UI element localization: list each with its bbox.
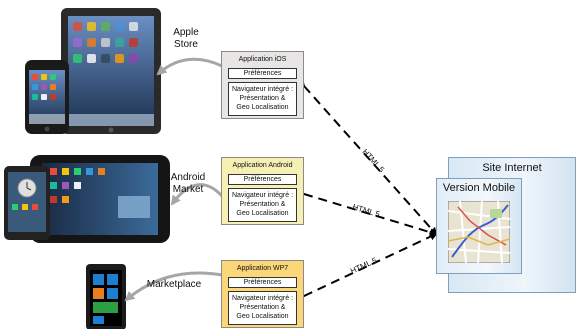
apple-store-label: Apple Store [173,27,199,50]
html5-link-wp7 [296,232,438,303]
browser-box: Navigateur intégré : Présentation & Geo … [228,82,297,116]
android-market-label: Android Market [170,172,206,195]
android-store-arrow [170,183,224,206]
iphone-icon [25,60,69,134]
android-tablet-icon [30,155,170,243]
html5-link-android [297,188,438,237]
html5-label-wp7: HTML 5 [349,256,379,276]
app-title: Application WP7 [236,265,289,272]
mobile-version-title: Version Mobile [442,182,516,194]
windows-phone-icon [86,264,126,329]
preferences-box: Préférences [228,174,297,185]
preferences-box: Préférences [228,277,297,288]
html5-label-android: HTML 5 [351,202,381,219]
app-android-box: Application Android Préférences Navigate… [221,157,304,225]
mobile-version-box: Version Mobile [436,178,522,274]
app-title: Application iOS [238,56,287,63]
app-wp7-box: Application WP7 Préférences Navigateur i… [221,260,304,328]
html5-label-ios: HTML 5 [361,147,387,174]
browser-box: Navigateur intégré : Présentation & Geo … [228,188,297,222]
browser-box: Navigateur intégré : Présentation & Geo … [228,291,297,325]
preferences-box: Préférences [228,68,297,79]
windows-marketplace-label: Marketplace [146,279,202,290]
map-icon [448,201,510,263]
ipad-icon [61,8,161,134]
app-title: Application Android [232,162,293,169]
wp7-store-arrow [124,271,223,302]
website-title: Site Internet [482,162,542,174]
android-phone-icon [4,166,50,240]
ios-store-arrow [156,57,223,76]
app-ios-box: Application iOS Préférences Navigateur i… [221,51,304,119]
